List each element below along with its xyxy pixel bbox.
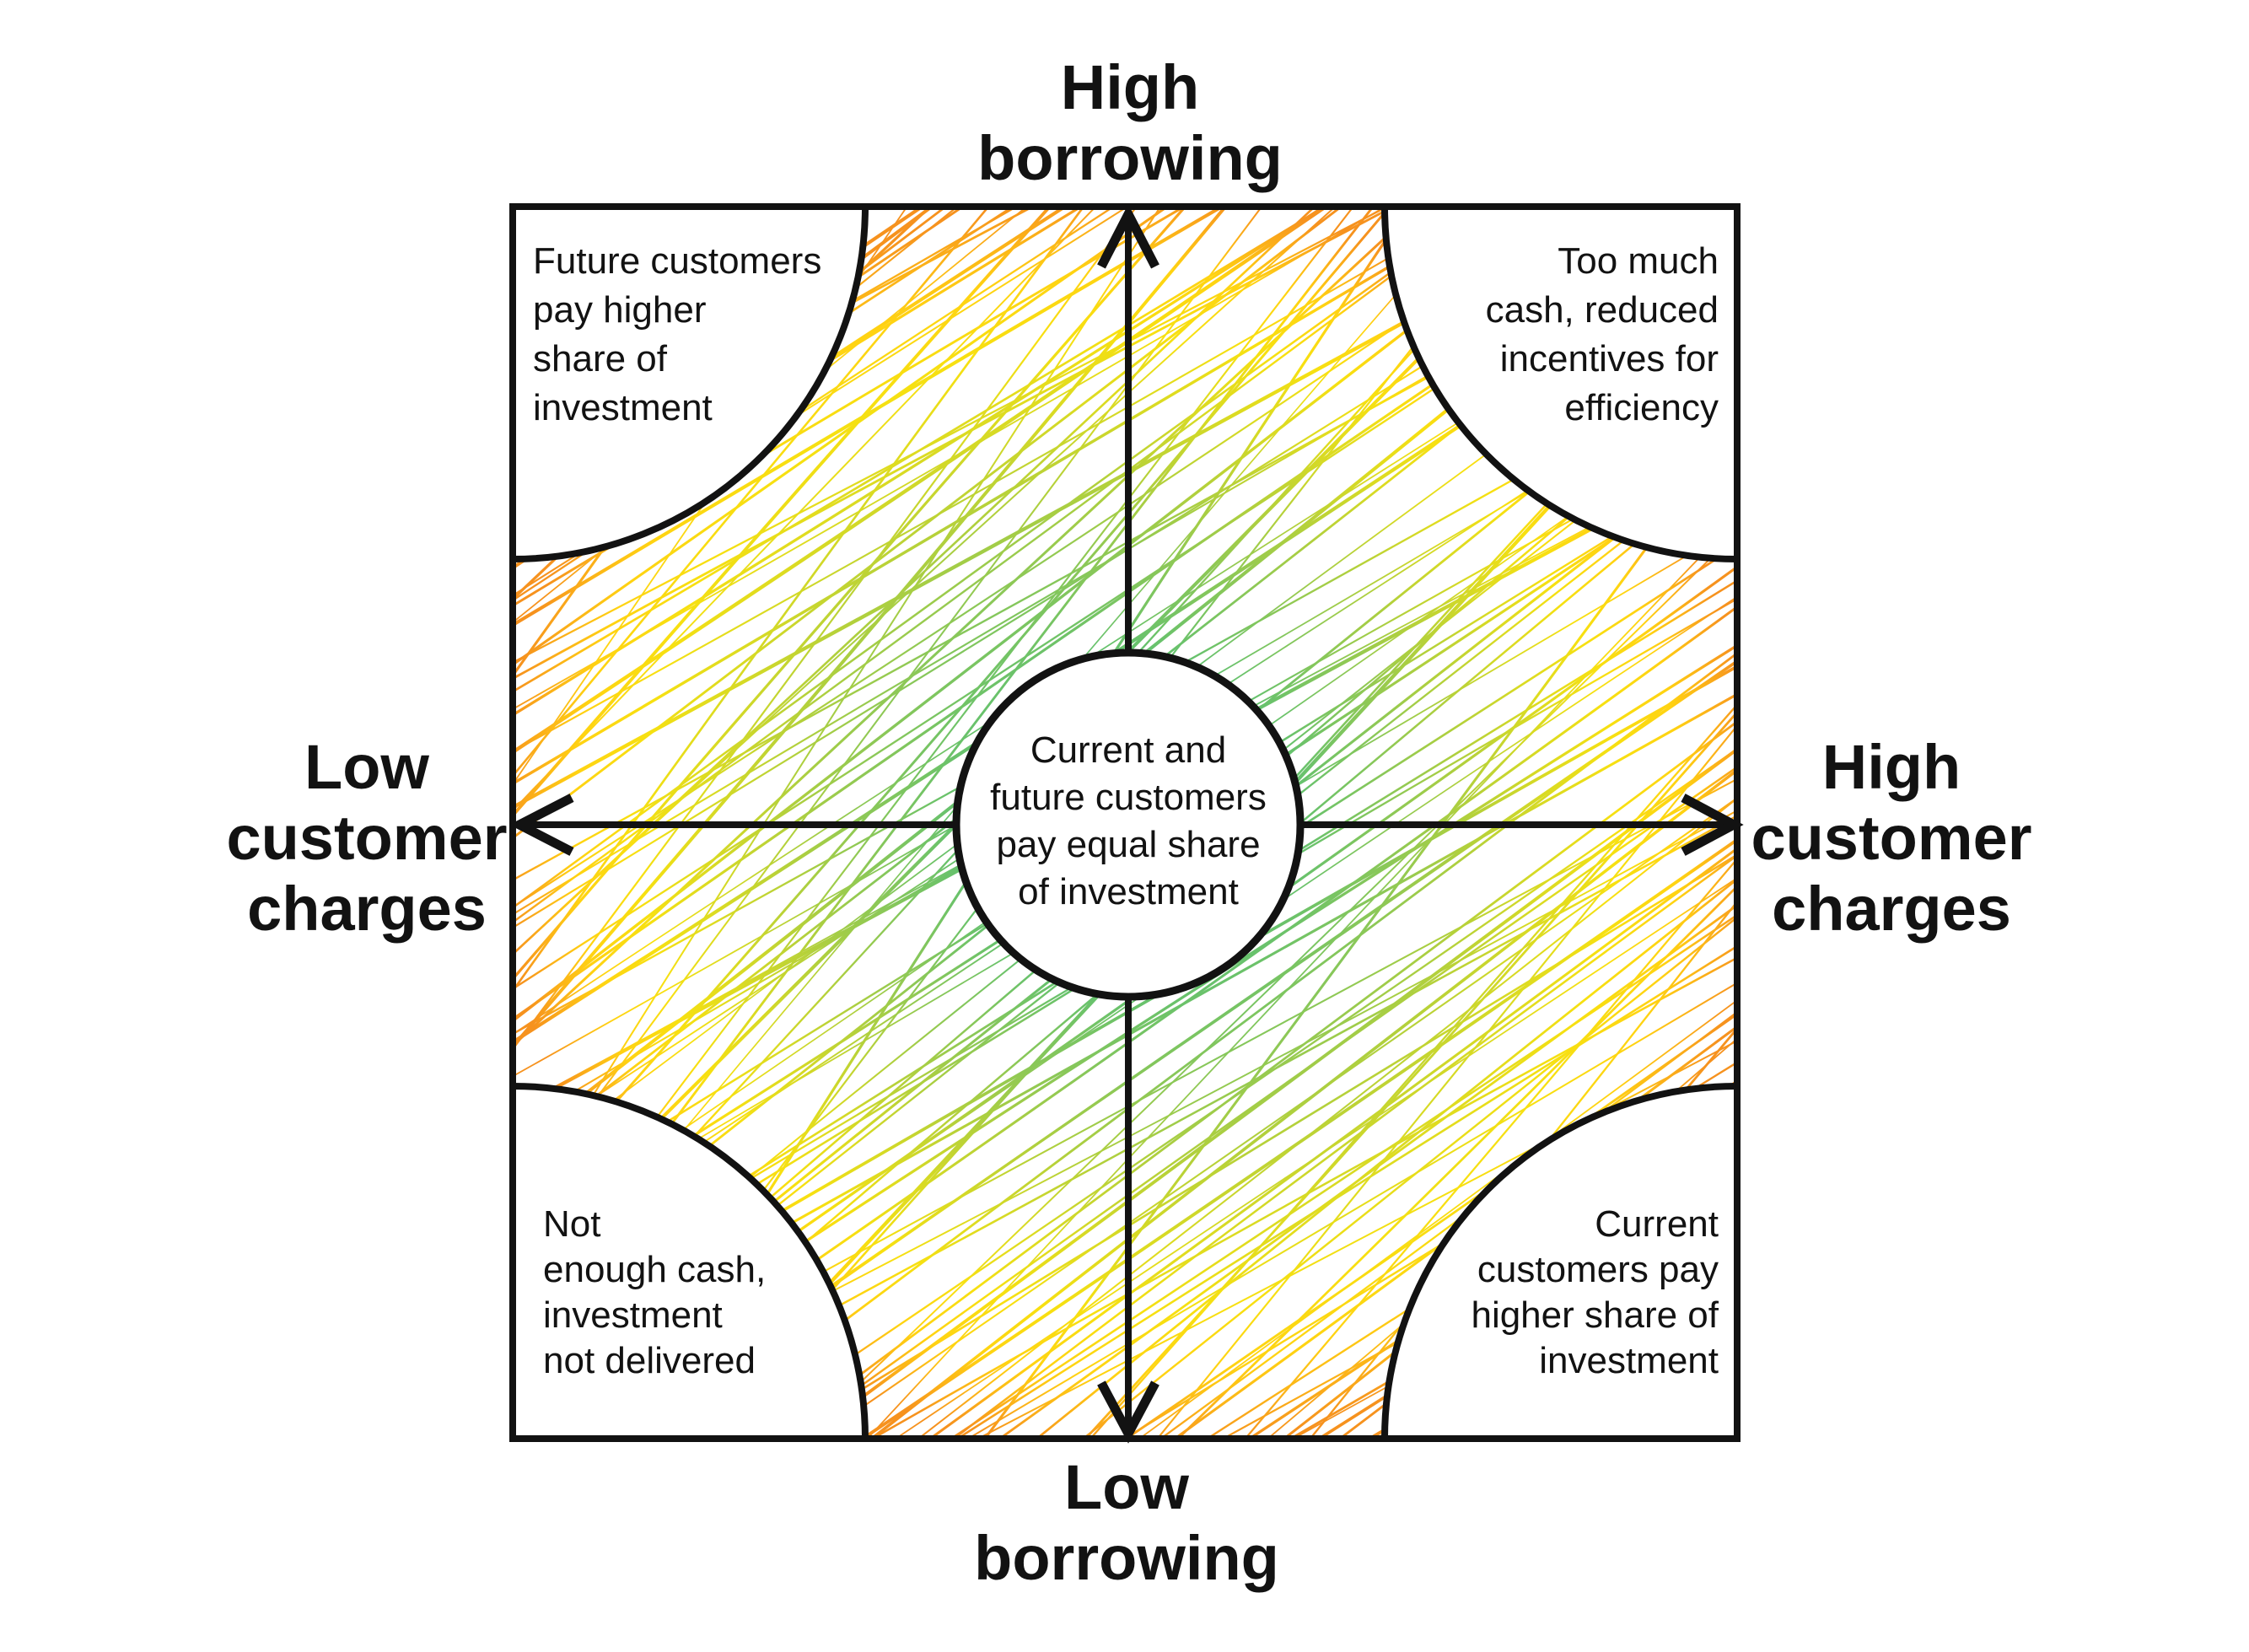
corner-note-bottom-right: Current customers pay higher share of in… (1471, 1202, 1719, 1384)
corner-note-top-right: Too much cash, reduced incentives for ef… (1486, 237, 1719, 433)
center-circle (952, 648, 1305, 1001)
axis-label-line: High (1060, 52, 1200, 122)
arrowhead-down-icon (1097, 1380, 1159, 1444)
arrowhead-right-icon (1681, 794, 1744, 856)
axis-label-high-borrowing: High borrowing (977, 52, 1283, 194)
axis-label-low-customer-charges: Low customer charges (226, 732, 507, 944)
corner-note-line: Not (543, 1203, 601, 1245)
corner-note-line: Current (1595, 1203, 1719, 1245)
axis-label-line: charges (1772, 874, 2011, 944)
corner-note-bottom-left: Not enough cash, investment not delivere… (543, 1202, 766, 1384)
corner-note-line: cash, reduced (1485, 289, 1719, 331)
axis-label-line: Low (1064, 1452, 1189, 1522)
corner-cutout-top-right (1385, 207, 1737, 559)
corner-note-line: investment (543, 1294, 723, 1336)
axis-label-line: borrowing (977, 123, 1283, 193)
corner-arc-bottom-left (512, 1083, 869, 1439)
corner-note-line: enough cash, (543, 1249, 767, 1290)
axis-label-line: charges (247, 874, 487, 944)
center-note-line: pay equal share (996, 824, 1261, 865)
corner-note-line: share of (533, 338, 667, 379)
corner-note-line: not delivered (543, 1340, 756, 1381)
arrowhead-up-icon (1097, 204, 1159, 269)
corner-note-line: incentives for (1499, 338, 1719, 379)
corner-note-line: Too much (1558, 240, 1719, 282)
corner-note-line: higher share of (1471, 1294, 1719, 1336)
axis-label-line: customer (1751, 803, 2032, 873)
center-note-line: of investment (1018, 871, 1239, 912)
corner-note-line: investment (1539, 1340, 1719, 1381)
corner-cutout-bottom-right (1385, 1086, 1737, 1439)
corner-cutout-top-left (513, 207, 865, 559)
axis-label-line: Low (304, 732, 429, 802)
axis-label-line: borrowing (974, 1523, 1279, 1593)
corner-arc-bottom-right (1381, 1083, 1738, 1439)
corner-arc-top-left (512, 206, 869, 562)
axis-label-low-borrowing: Low borrowing (974, 1452, 1279, 1594)
center-note: Current and future customers pay equal s… (990, 727, 1267, 916)
corner-cutout-bottom-left (513, 1086, 865, 1439)
corner-note-line: pay higher (533, 289, 707, 331)
center-note-line: future customers (990, 777, 1267, 818)
corner-note-line: customers pay (1477, 1249, 1719, 1290)
axis-label-line: High (1821, 732, 1961, 802)
axis-label-line: customer (226, 803, 508, 873)
arrowhead-left-icon (509, 794, 574, 856)
axis-label-high-customer-charges: High customer charges (1751, 732, 2031, 944)
center-note-line: Current and (1030, 729, 1227, 771)
corner-arc-top-right (1381, 206, 1738, 562)
corner-note-line: investment (533, 387, 713, 428)
corner-note-top-left: Future customers pay higher share of inv… (533, 237, 821, 433)
corner-note-line: Future customers (533, 240, 822, 282)
corner-note-line: efficiency (1564, 387, 1719, 428)
